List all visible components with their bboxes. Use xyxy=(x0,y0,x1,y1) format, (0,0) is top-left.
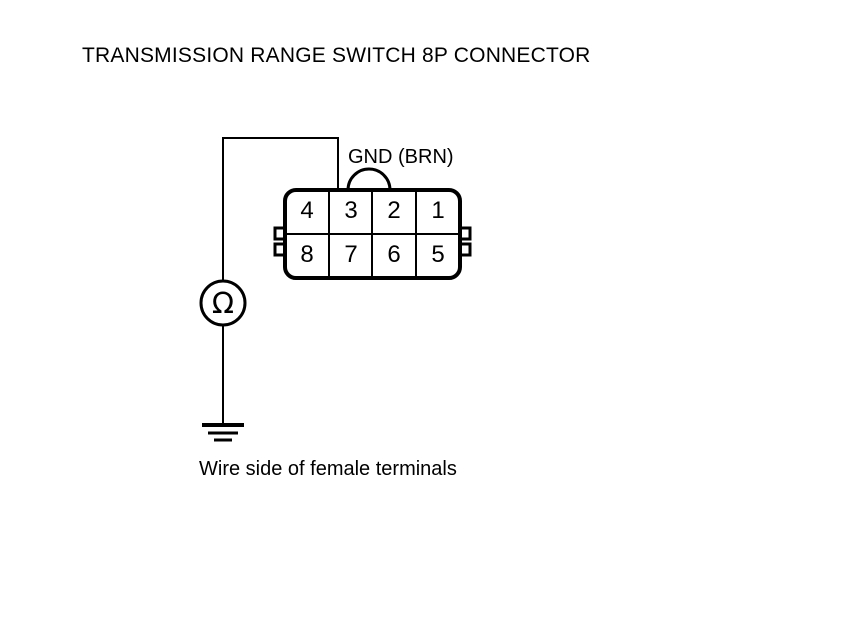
connector-pin-4: 4 xyxy=(300,197,314,224)
ohm-glyph: Ω xyxy=(212,286,234,320)
connector-pin-5: 5 xyxy=(431,241,445,268)
page-title: TRANSMISSION RANGE SWITCH 8P CONNECTOR xyxy=(82,44,591,67)
gnd-leader-arc xyxy=(346,167,392,191)
connector-body xyxy=(283,188,462,280)
ohmmeter-symbol: Ω xyxy=(199,279,247,327)
ground-symbol xyxy=(202,423,244,442)
connector-pin-7: 7 xyxy=(344,241,358,268)
connector-pin-2: 2 xyxy=(387,197,401,224)
connector-pin-1: 1 xyxy=(431,197,445,224)
connector-pin-6: 6 xyxy=(387,241,401,268)
connector-pin-3: 3 xyxy=(344,197,358,224)
gnd-annotation-label: GND (BRN) xyxy=(348,146,454,168)
connector-pin-8: 8 xyxy=(300,241,314,268)
figure-caption: Wire side of female terminals xyxy=(199,458,457,480)
test-lead-wire xyxy=(222,137,339,281)
